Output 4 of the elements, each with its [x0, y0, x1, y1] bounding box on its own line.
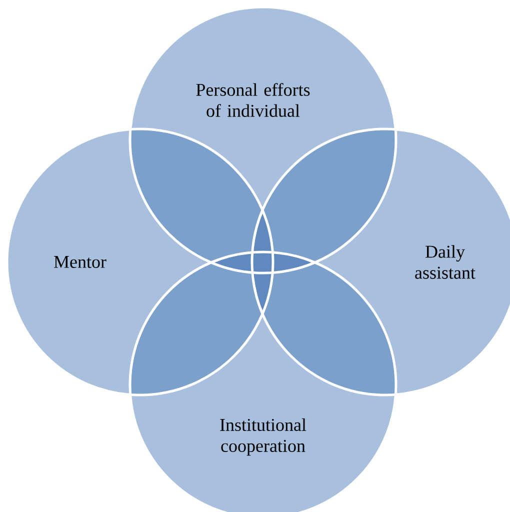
- circle-label: Institutional cooperation: [220, 418, 306, 456]
- circle-label: Personal efforts of individual: [196, 83, 310, 117]
- circle-label: Mentor: [54, 256, 106, 268]
- circle-label: Daily assistant: [415, 245, 476, 279]
